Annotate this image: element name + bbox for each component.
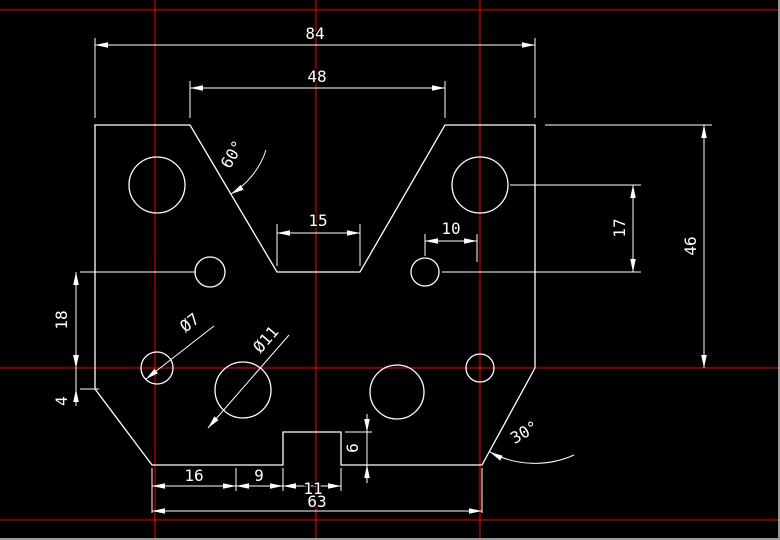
dim-text-46: 46 [681, 236, 700, 255]
dim-15: 15 [276, 210, 361, 266]
dim-text-6: 6 [343, 443, 362, 453]
dim-text-4: 4 [52, 396, 71, 406]
hole-top-left [128, 156, 186, 214]
hole-top-right [451, 156, 509, 214]
dim-text-48: 48 [307, 67, 326, 86]
part-outline [94, 124, 536, 466]
dim-46: 46 [545, 124, 712, 368]
dim-10: 10 [424, 218, 478, 262]
part-geometry [94, 124, 536, 466]
hole-dia7 [140, 351, 174, 385]
dim-dia7-leader: Ø7 [145, 308, 215, 380]
dim-4: 4 [51, 352, 99, 407]
dim-text-63: 63 [307, 492, 326, 511]
dim-text-30deg: 30° [507, 417, 542, 448]
dim-48: 48 [189, 66, 446, 118]
dim-text-dia7: Ø7 [176, 309, 203, 336]
dim-bottom-chain: 16 9 11 63 [151, 465, 483, 514]
dim-84: 84 [94, 23, 536, 118]
dim-text-17: 17 [610, 218, 629, 237]
angle-arc [230, 149, 267, 195]
dim-text-84: 84 [305, 24, 324, 43]
dim-text-16: 16 [184, 466, 203, 485]
leader-line [207, 334, 290, 429]
dim-text-15: 15 [308, 211, 327, 230]
dim-text-60deg: 60° [217, 137, 248, 172]
dim-dia11-leader: Ø11 [207, 321, 290, 429]
angle-arc [489, 451, 575, 464]
dim-text-dia11: Ø11 [249, 322, 282, 356]
dim-6: 6 [342, 414, 372, 483]
leader-line [145, 325, 215, 380]
dim-text-9: 9 [254, 466, 264, 485]
dim-17: 17 [442, 184, 641, 273]
dim-angle-30: 30° [489, 415, 575, 464]
hole-mid-right [410, 257, 440, 287]
dim-text-10: 10 [441, 219, 460, 238]
hole-dia11 [214, 361, 272, 419]
dimensions: 84 48 60° 15 10 17 [51, 23, 712, 514]
hole-mid-left [194, 256, 226, 288]
hole-bottom-right [369, 364, 425, 420]
dim-18: 18 [51, 271, 196, 368]
hole-small-right [465, 353, 495, 383]
dim-text-18: 18 [52, 310, 71, 329]
dim-angle-60: 60° [215, 135, 267, 195]
dim-text-11: 11 [303, 479, 322, 498]
